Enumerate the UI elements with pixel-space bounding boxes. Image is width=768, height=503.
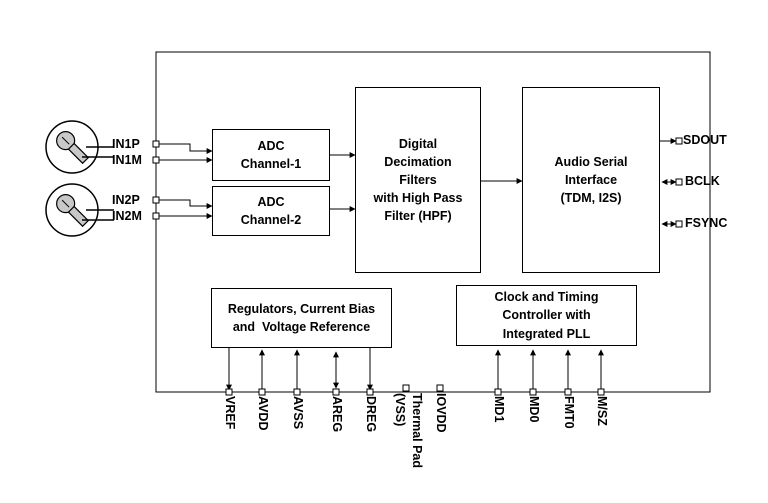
pin-label-in2m: IN2M: [112, 209, 142, 223]
adc2-line-2: Channel-2: [240, 213, 302, 227]
adc1-line-1: ADC: [257, 138, 285, 153]
pin-label-md1: MD1: [491, 396, 506, 423]
audio-serial-interface-block: Audio Serial Interface (TDM, I2S): [522, 87, 660, 273]
pin-label-thermal-pad: Thermal Pad: [409, 393, 424, 469]
pin-label-bclk: BCLK: [685, 174, 720, 188]
asi-line-3: (TDM, I2S): [560, 191, 622, 206]
pin-label-msz: M/SZ: [594, 396, 609, 426]
adc-channel-1-block: ADC Channel-1: [212, 129, 330, 181]
asi-line-1: Audio Serial: [554, 154, 628, 169]
input-pins: [152, 140, 160, 220]
ddf-line-3: Filters: [399, 172, 437, 187]
pin-label-sdout: SDOUT: [683, 133, 727, 147]
pin-label-md0: MD0: [526, 396, 541, 423]
pin-label-iovdd: IOVDD: [433, 393, 448, 433]
pin-label-in1p: IN1P: [112, 137, 140, 151]
microphone-2-icon: [45, 183, 114, 237]
decimation-filter-block: Digital Decimation Filters with High Pas…: [355, 87, 481, 273]
clk-line-3: Integrated PLL: [502, 326, 591, 341]
ddf-line-4: with High Pass: [373, 191, 463, 206]
clk-line-2: Controller with: [502, 308, 591, 323]
clk-line-1: Clock and Timing: [494, 290, 599, 305]
output-pins: [675, 137, 683, 228]
pin-label-fsync: FSYNC: [685, 216, 728, 230]
pin-label-avss: AVSS: [290, 396, 305, 430]
chip-outline: [155, 51, 711, 393]
pin-label-in1m: IN1M: [112, 153, 142, 167]
pin-label-avdd: AVDD: [255, 396, 270, 431]
wire-in1p: [159, 143, 213, 154]
ddf-line-2: Decimation: [384, 154, 452, 169]
reg-line-1: Regulators, Current Bias: [227, 301, 376, 316]
regulators-block: Regulators, Current Bias and Voltage Ref…: [211, 288, 392, 348]
microphone-1-icon: [45, 120, 114, 174]
bottom-pins: [225, 384, 605, 396]
pin-label-in2p: IN2P: [112, 193, 140, 207]
reg-line-2: and Voltage Reference: [232, 320, 371, 334]
asi-line-2: Interface: [564, 172, 618, 187]
pin-label-fmt0: FMT0: [561, 396, 576, 429]
adc-channel-2-block: ADC Channel-2: [212, 186, 330, 236]
pin-label-areg: AREG: [329, 396, 344, 433]
wire-in2p: [159, 199, 213, 209]
adc1-line-2: Channel-1: [240, 157, 302, 171]
pin-label-dreg: DREG: [363, 396, 378, 433]
ddf-line-5: Filter (HPF): [384, 209, 452, 224]
ddf-line-1: Digital: [398, 136, 438, 151]
adc2-line-1: ADC: [257, 194, 285, 209]
pin-label-thermal-pad-vss: (VSS): [392, 393, 407, 427]
pin-label-vref: VREF: [222, 396, 237, 430]
clock-controller-block: Clock and Timing Controller with Integra…: [456, 285, 637, 346]
